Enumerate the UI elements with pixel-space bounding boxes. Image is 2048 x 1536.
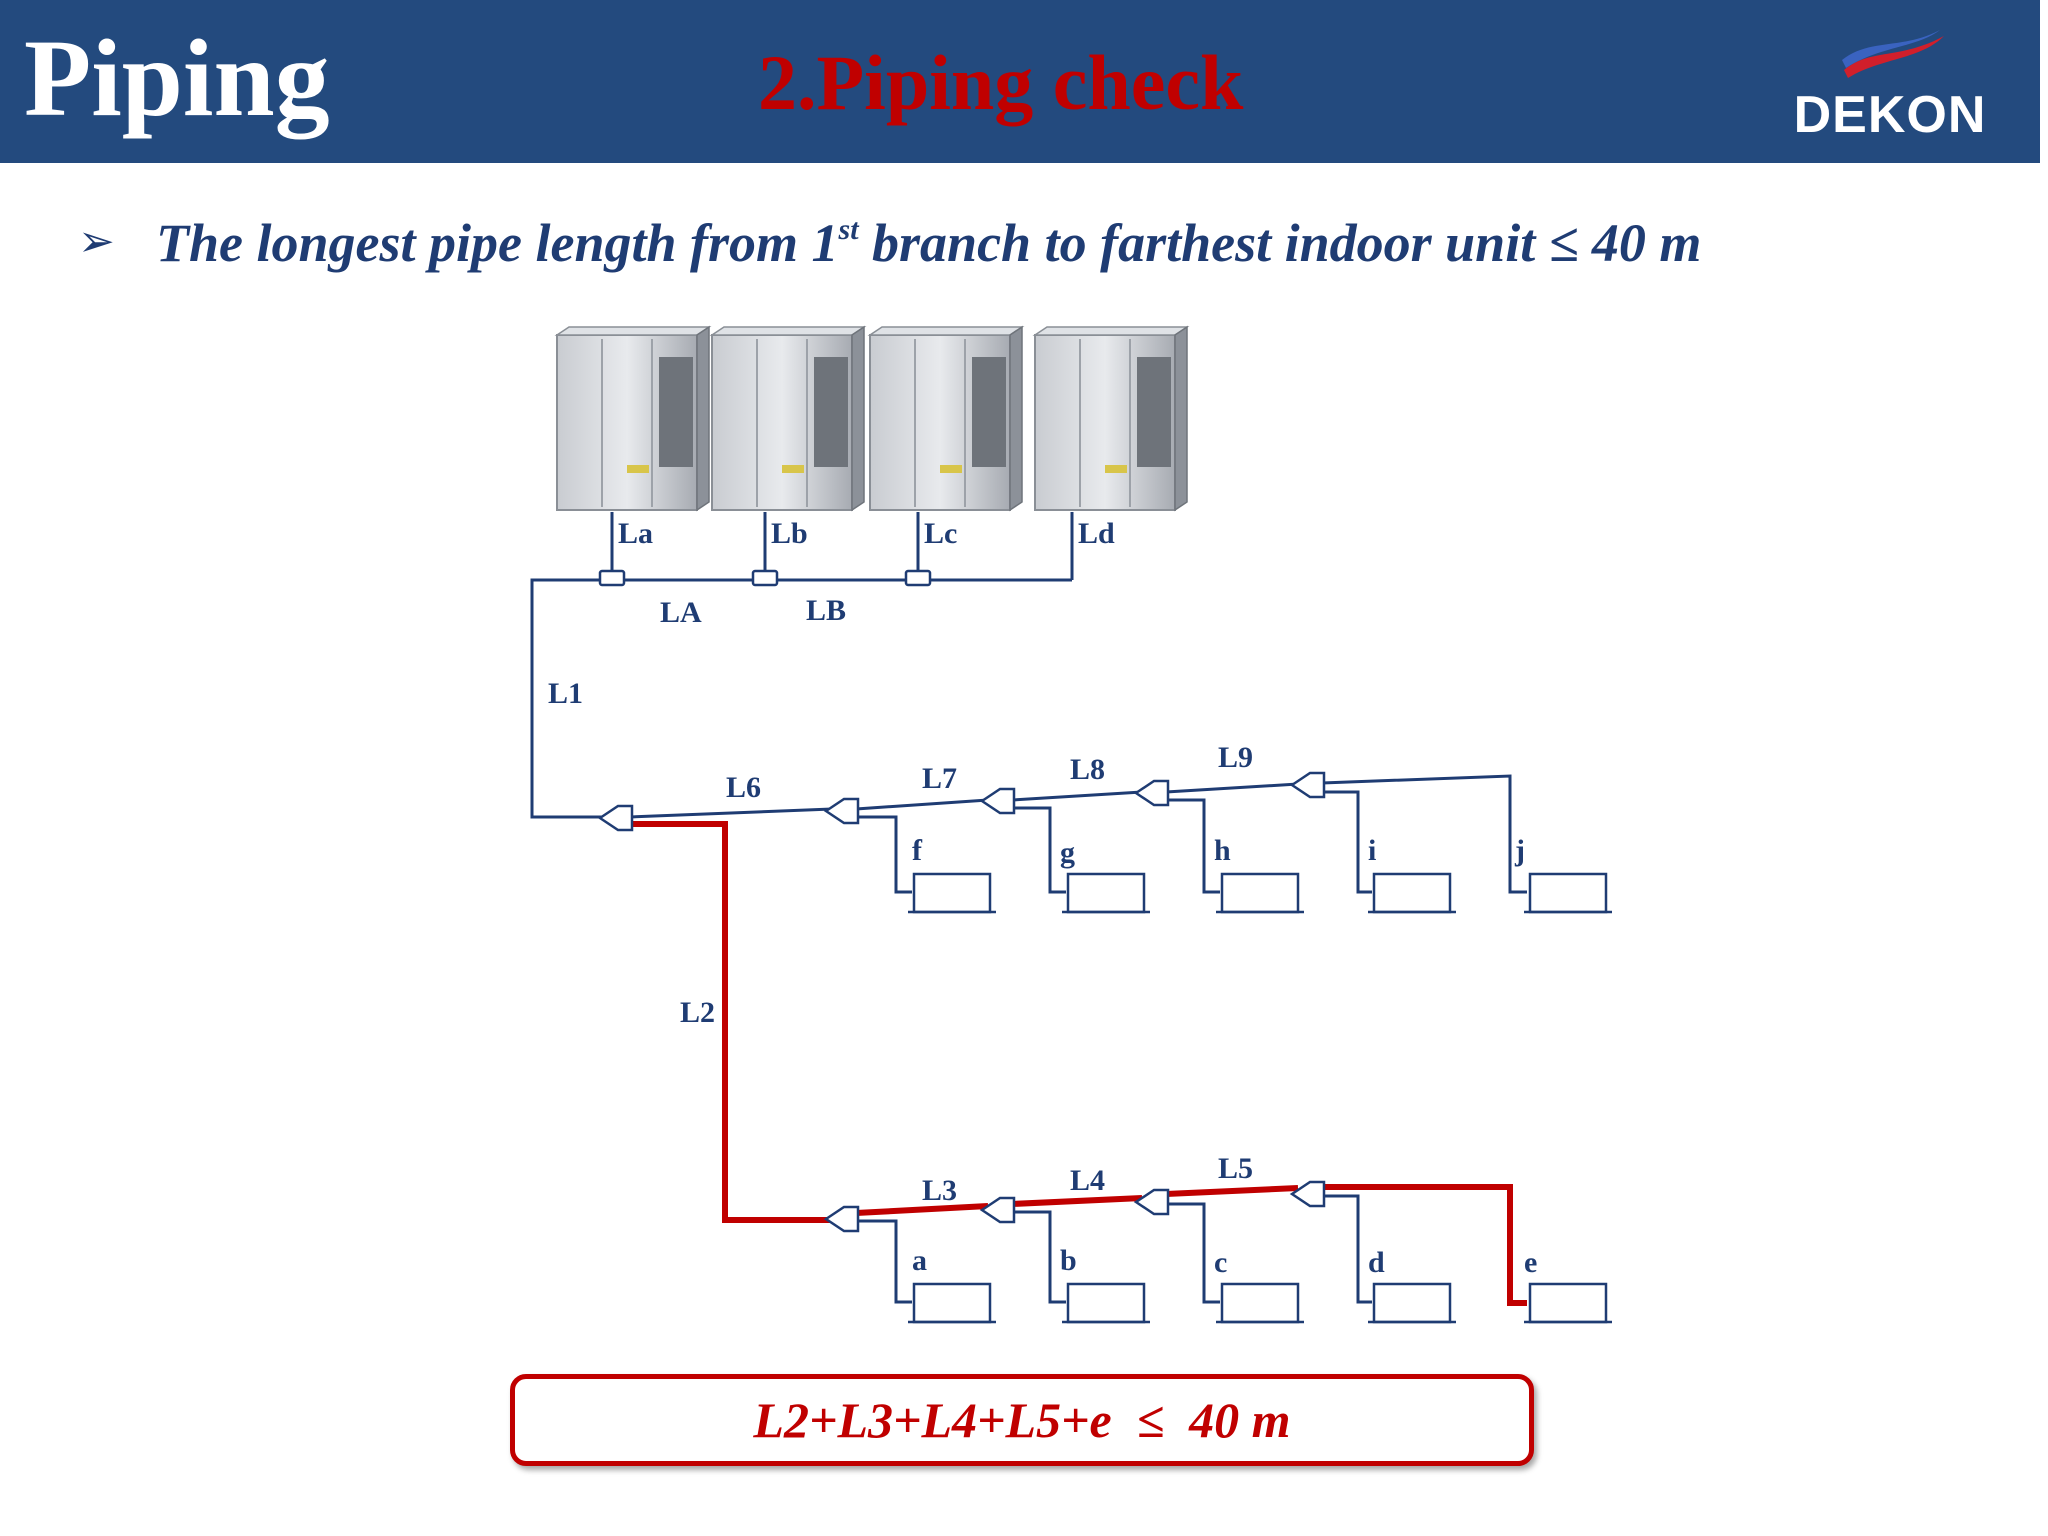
longest-path-highlight (630, 821, 1527, 1306)
label-l9: L9 (1218, 741, 1253, 774)
label-la-header: LA (660, 596, 702, 629)
title-bar (0, 0, 2040, 163)
outdoor-unit-1 (554, 325, 712, 512)
label-lb: Lb (771, 517, 808, 550)
requirement-bullet: ➢ The longest pipe length from 1st branc… (78, 210, 1978, 280)
requirement-text: The longest pipe length from 1st branch … (156, 210, 1701, 276)
label-l7: L7 (922, 762, 957, 795)
label-la: La (618, 517, 653, 550)
label-l8: L8 (1070, 753, 1105, 786)
formula-box: L2+L3+L4+L5+e ≤ 40 m (510, 1374, 1534, 1466)
label-l3: L3 (922, 1174, 957, 1207)
dekon-logo: DEKON (1790, 30, 2010, 145)
label-unit-e: e (1524, 1246, 1537, 1279)
label-l4: L4 (1070, 1164, 1105, 1197)
requirement-text-start: The longest pipe length from 1 (156, 213, 839, 273)
outdoor-unit-4 (1032, 325, 1190, 512)
arrow-bullet-icon: ➢ (78, 216, 115, 267)
outdoor-tee-joints (598, 569, 932, 587)
label-l2: L2 (680, 996, 715, 1029)
indoor-units-lower (908, 1282, 1612, 1324)
page-title: Piping (24, 17, 330, 139)
label-unit-g: g (1060, 836, 1075, 869)
label-unit-d: d (1368, 1246, 1385, 1279)
label-unit-a: a (912, 1244, 927, 1277)
label-unit-i: i (1368, 834, 1376, 867)
indoor-units-upper (908, 872, 1612, 914)
outdoor-unit-2 (709, 325, 867, 512)
label-unit-c: c (1214, 1246, 1227, 1279)
label-lb-header: LB (806, 594, 846, 627)
label-l1: L1 (548, 677, 583, 710)
label-unit-b: b (1060, 1244, 1077, 1277)
branch-joints (597, 771, 1326, 1233)
requirement-text-end: branch to farthest indoor unit ≤ 40 m (858, 213, 1702, 273)
section-subtitle: 2.Piping check (758, 39, 1244, 126)
upper-branch-piping (629, 774, 1527, 894)
label-l5: L5 (1218, 1152, 1253, 1185)
logo-swoosh-icon (1842, 30, 1944, 78)
logo-text: DEKON (1793, 86, 1987, 144)
formula-text: L2+L3+L4+L5+e ≤ 40 m (753, 1392, 1291, 1448)
label-unit-j: j (1514, 834, 1525, 867)
label-unit-f: f (912, 834, 923, 867)
label-ld: Ld (1078, 517, 1115, 550)
title-bar-edge (2040, 0, 2048, 163)
outdoor-piping (530, 512, 1074, 819)
outdoor-unit-3 (867, 325, 1025, 512)
label-unit-h: h (1214, 834, 1231, 867)
label-lc: Lc (924, 517, 957, 550)
label-l6: L6 (726, 771, 761, 804)
lower-branch-piping (845, 1194, 1372, 1304)
ordinal-superscript: st (838, 213, 859, 246)
